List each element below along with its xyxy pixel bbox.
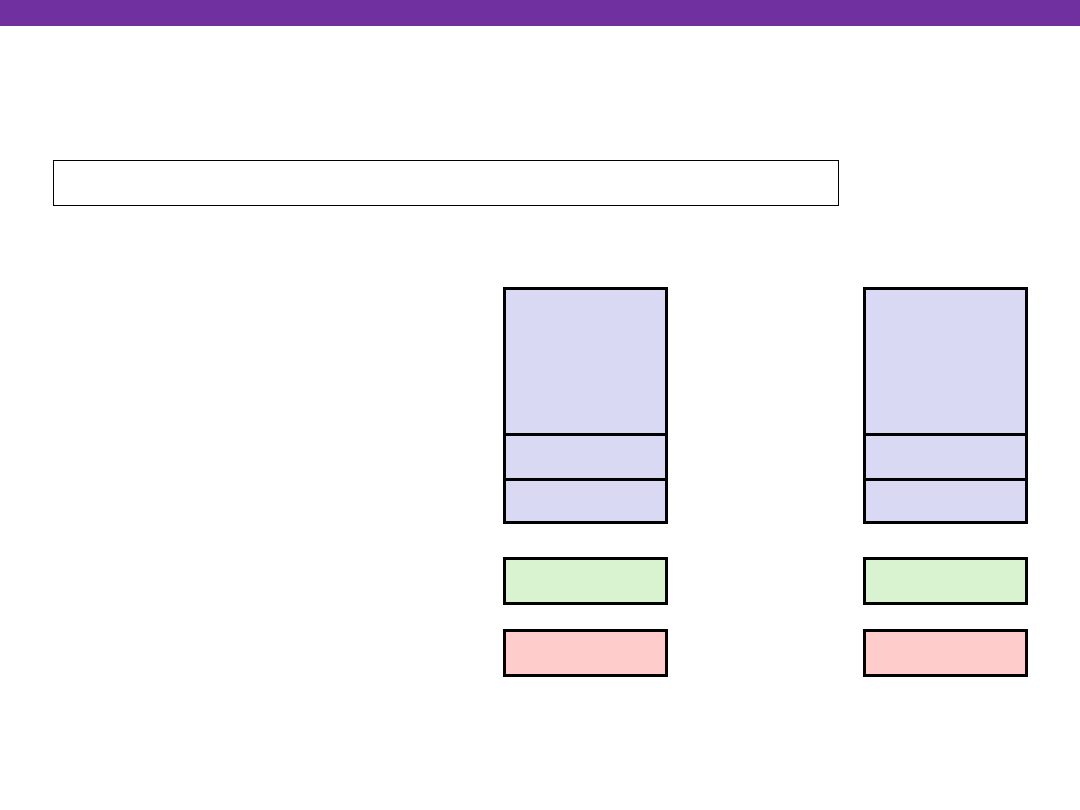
right-stack-middle-cell	[866, 433, 1025, 478]
right-stack	[863, 287, 1028, 524]
left-stack	[503, 287, 668, 524]
right-stack-top-cell	[866, 290, 1025, 433]
right-stack-bottom-cell	[866, 478, 1025, 521]
right-green-box	[863, 557, 1028, 605]
empty-label-box	[53, 160, 839, 206]
right-red-box	[863, 629, 1028, 677]
left-red-box	[503, 629, 668, 677]
left-green-box	[503, 557, 668, 605]
header-bar	[0, 0, 1080, 26]
left-stack-middle-cell	[506, 433, 665, 478]
left-stack-top-cell	[506, 290, 665, 433]
left-stack-bottom-cell	[506, 478, 665, 521]
